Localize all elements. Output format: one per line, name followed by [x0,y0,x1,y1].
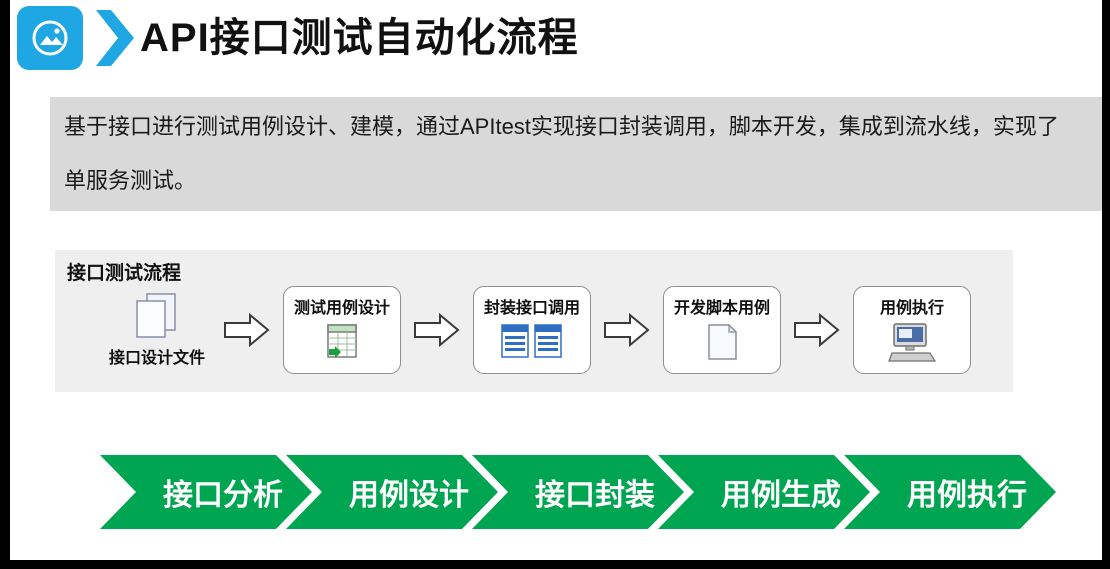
stage-chevron: 用例设计 [286,455,498,529]
stage-label: 用例设计 [349,479,469,512]
computer-icon [888,323,937,362]
flow-arrow-icon [604,313,650,347]
photo-logo-icon [17,6,83,70]
flow-step-box: 测试用例设计 [283,286,401,374]
stage-label: 用例生成 [721,479,841,512]
flow-arrow-icon [794,313,840,347]
slide: API接口测试自动化流程 基于接口进行测试用例设计、建模，通过APItest实现… [10,0,1102,560]
flow-arrow-icon [224,313,270,347]
flow-step-box: 用例执行 [853,286,971,374]
flow-step-box: 开发脚本用例 [663,286,781,374]
flow-source-label: 接口设计文件 [108,350,205,367]
page-title: API接口测试自动化流程 [140,16,579,60]
stage-chevron: 用例执行 [844,455,1056,529]
stage-chevron: 接口分析 [100,455,312,529]
flow-step-label: 开发脚本用例 [673,300,770,317]
header-chevron-icon [96,10,134,66]
flow-row: 接口设计文件 测试用例设计 [103,276,1005,384]
server-icons [501,324,562,358]
intro-banner: 基于接口进行测试用例设计、建模，通过APItest实现接口封装调用，脚本开发，集… [50,97,1102,211]
stage-chevron: 用例生成 [658,455,870,529]
flow-arrow-icon [414,313,460,347]
flow-source: 接口设计文件 [103,292,211,368]
spreadsheet-icon [327,324,357,358]
flow-step-label: 封装接口调用 [483,300,580,317]
flow-panel-title: 接口测试流程 [67,263,182,284]
flow-panel: 接口测试流程 接口设计文件 测试用例设计 [55,250,1013,392]
stage-label: 接口分析 [163,479,283,512]
flow-arrow [414,313,460,347]
intro-line-1: 基于接口进行测试用例设计、建模，通过APItest实现接口封装调用，脚本开发，集… [64,114,1059,139]
document-icon [708,323,738,360]
flow-arrow [604,313,650,347]
stage-chevron: 接口封装 [472,455,684,529]
flow-arrow [224,313,270,347]
stage-label: 接口封装 [535,479,655,512]
stage-chevrons: 接口分析 用例设计 接口封装 用例生成 用例执行 [100,455,1056,529]
stage-label: 用例执行 [907,479,1027,512]
files-icon [136,293,176,338]
intro-line-2: 单服务测试。 [64,168,197,193]
flow-step-box: 封装接口调用 [473,286,591,374]
flow-step-label: 测试用例设计 [293,300,390,317]
flow-arrow [794,313,840,347]
flow-step-label: 用例执行 [879,300,944,317]
